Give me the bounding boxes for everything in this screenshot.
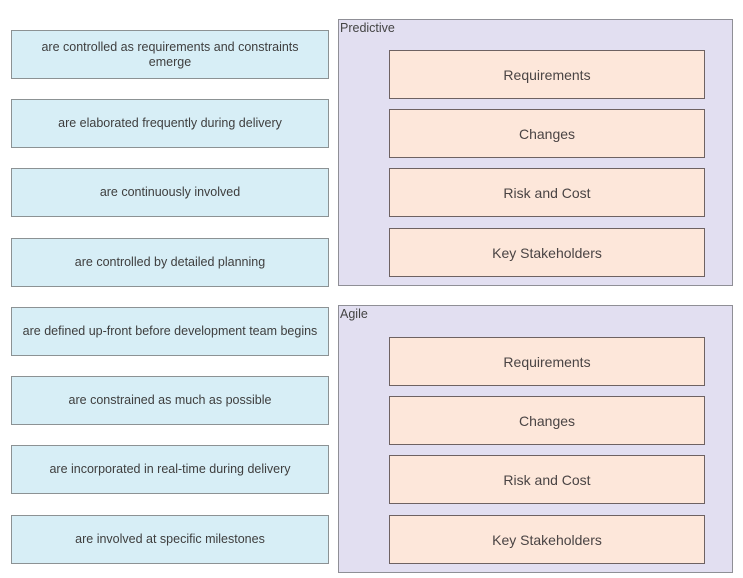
container-title: Predictive (340, 21, 395, 35)
container-title: Agile (340, 307, 368, 321)
drag-option[interactable]: are elaborated frequently during deliver… (11, 99, 329, 148)
drop-target-requirements[interactable]: Requirements (389, 337, 705, 386)
drop-target-risk-and-cost[interactable]: Risk and Cost (389, 168, 705, 217)
drag-option[interactable]: are controlled by detailed planning (11, 238, 329, 287)
drag-option[interactable]: are involved at specific milestones (11, 515, 329, 564)
drop-target-changes[interactable]: Changes (389, 109, 705, 158)
drag-option[interactable]: are incorporated in real-time during del… (11, 445, 329, 494)
drop-target-key-stakeholders[interactable]: Key Stakeholders (389, 228, 705, 277)
drop-target-risk-and-cost[interactable]: Risk and Cost (389, 455, 705, 504)
drop-target-changes[interactable]: Changes (389, 396, 705, 445)
drag-option[interactable]: are constrained as much as possible (11, 376, 329, 425)
predictive-container: Predictive Requirements Changes Risk and… (338, 19, 733, 286)
drag-option[interactable]: are controlled as requirements and const… (11, 30, 329, 79)
agile-container: Agile Requirements Changes Risk and Cost… (338, 305, 733, 573)
drop-target-key-stakeholders[interactable]: Key Stakeholders (389, 515, 705, 564)
drag-option[interactable]: are continuously involved (11, 168, 329, 217)
drag-option[interactable]: are defined up-front before development … (11, 307, 329, 356)
drop-target-requirements[interactable]: Requirements (389, 50, 705, 99)
